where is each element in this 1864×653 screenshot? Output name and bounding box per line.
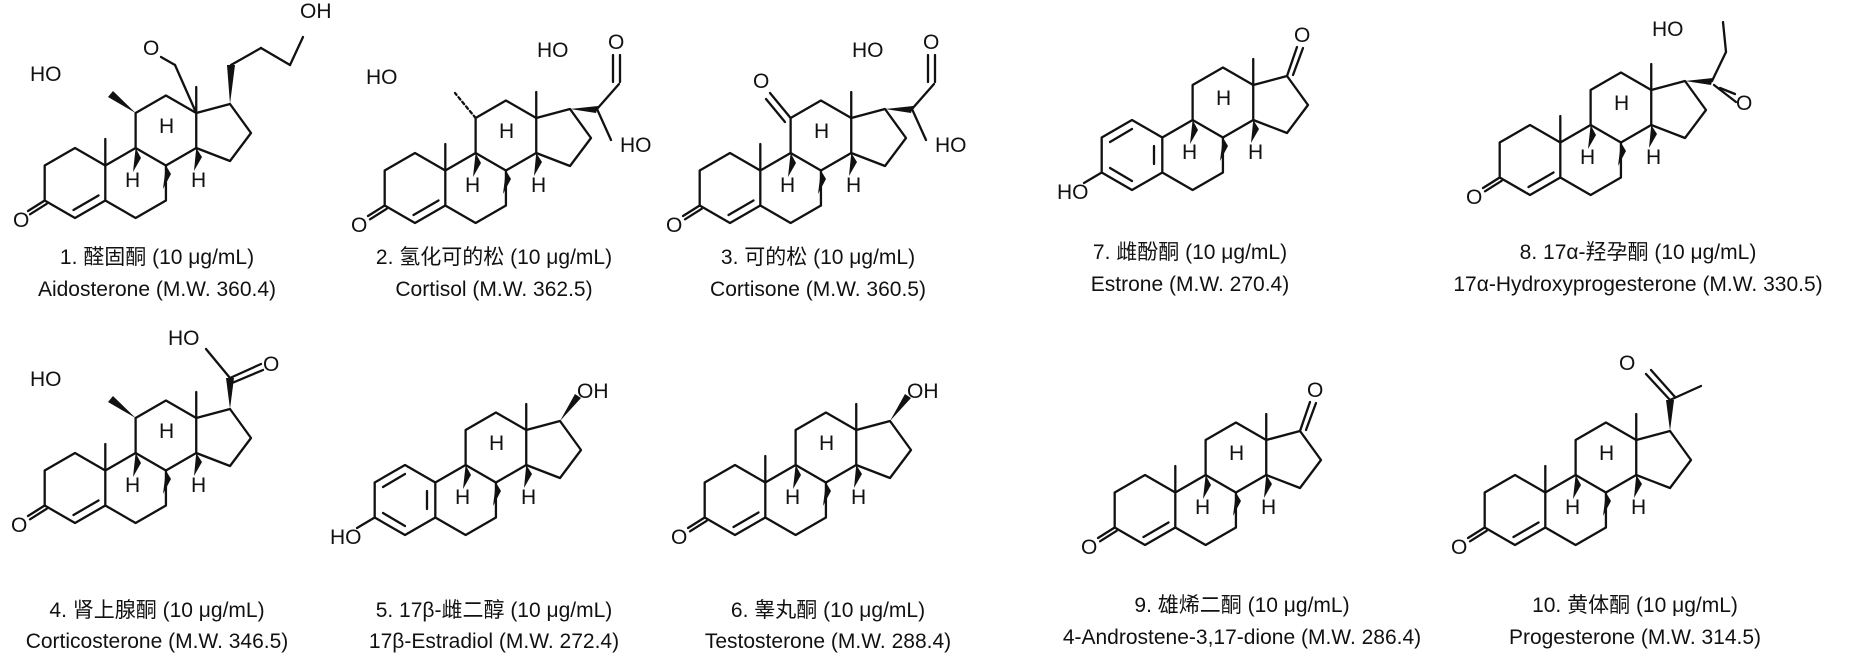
- atom-label: O: [143, 37, 159, 60]
- atom-label: HO: [330, 526, 362, 549]
- caption-7-line-2: Estrone (M.W. 270.4): [1091, 273, 1289, 296]
- structure-8: O H H H HO O: [1466, 18, 1752, 209]
- atom-label: H: [819, 432, 834, 455]
- atom-label: O: [1466, 186, 1482, 209]
- atom-label: H: [125, 474, 140, 497]
- atom-label: OH: [577, 380, 609, 403]
- atom-label: HO: [168, 327, 200, 350]
- atom-label: O: [1294, 24, 1310, 47]
- atom-label: H: [531, 174, 546, 197]
- atom-label: H: [191, 474, 206, 497]
- caption-1-line-2: Aidosterone (M.W. 360.4): [38, 278, 276, 301]
- atom-label: O: [753, 70, 769, 93]
- atom-label: O: [13, 209, 29, 232]
- caption-9-line-2: 4-Androstene-3,17-dione (M.W. 286.4): [1063, 626, 1421, 649]
- atom-label: H: [1261, 496, 1276, 519]
- atom-label: HO: [30, 63, 62, 86]
- atom-label: O: [608, 31, 624, 54]
- atom-label: H: [846, 174, 861, 197]
- structure-9: O H H H O: [1081, 379, 1323, 559]
- atom-label: O: [923, 31, 939, 54]
- atom-label: HO: [935, 134, 967, 157]
- atom-label: H: [814, 120, 829, 143]
- caption-2-line-1: 2. 氢化可的松 (10 μg/mL): [376, 246, 612, 269]
- caption-5-line-1: 5. 17β-雌二醇 (10 μg/mL): [376, 599, 613, 622]
- caption-6-line-2: Testosterone (M.W. 288.4): [705, 630, 951, 653]
- atom-label: O: [671, 526, 687, 549]
- atom-label: HO: [1652, 18, 1684, 41]
- caption-4-line-2: Corticosterone (M.W. 346.5): [26, 630, 289, 653]
- atom-label: H: [851, 486, 866, 509]
- atom-label: H: [1229, 442, 1244, 465]
- atom-label: H: [785, 486, 800, 509]
- atom-label: HO: [537, 39, 569, 62]
- atom-label: O: [1736, 92, 1752, 115]
- atom-label: H: [1182, 141, 1197, 164]
- atom-label: H: [1580, 146, 1595, 169]
- atom-label: HO: [30, 368, 62, 391]
- caption-4-line-1: 4. 肾上腺酮 (10 μg/mL): [49, 599, 264, 622]
- atom-label: O: [11, 514, 27, 537]
- caption-10-line-1: 10. 黄体酮 (10 μg/mL): [1532, 594, 1738, 617]
- atom-label: H: [1599, 442, 1614, 465]
- caption-9-line-1: 9. 雄烯二酮 (10 μg/mL): [1134, 594, 1349, 617]
- atom-label: OH: [300, 0, 332, 23]
- caption-8-line-2: 17α-Hydroxyprogesterone (M.W. 330.5): [1453, 273, 1822, 296]
- caption-3-line-1: 3. 可的松 (10 μg/mL): [721, 246, 915, 269]
- atom-label: HO: [1057, 181, 1089, 204]
- atom-label: H: [1646, 146, 1661, 169]
- atom-label: O: [1307, 379, 1323, 402]
- atom-label: H: [1565, 496, 1580, 519]
- atom-label: H: [1631, 496, 1646, 519]
- structure-2: O HO H H H HO O HO: [351, 31, 652, 237]
- caption-1-line-1: 1. 醛固酮 (10 μg/mL): [60, 246, 254, 269]
- caption-5-line-2: 17β-Estradiol (M.W. 272.4): [369, 630, 619, 653]
- atom-label: O: [1619, 352, 1635, 375]
- structure-1: O HO H H H O OH: [13, 0, 332, 232]
- structure-6: O H H H OH: [671, 380, 939, 549]
- atom-label: H: [780, 174, 795, 197]
- structure-10: O H H H O: [1451, 352, 1703, 559]
- atom-label: H: [1195, 496, 1210, 519]
- atom-label: H: [159, 420, 174, 443]
- atom-label: O: [1451, 536, 1467, 559]
- atom-label: H: [1614, 92, 1629, 115]
- structure-5: HO H H H OH: [330, 380, 609, 549]
- atom-label: O: [1081, 536, 1097, 559]
- atom-label: HO: [852, 39, 884, 62]
- structure-3: O O H H H HO O HO: [666, 31, 967, 237]
- atom-label: H: [191, 169, 206, 192]
- atom-label: H: [465, 174, 480, 197]
- atom-label: H: [1216, 87, 1231, 110]
- caption-10-line-2: Progesterone (M.W. 314.5): [1509, 626, 1761, 649]
- atom-label: H: [489, 432, 504, 455]
- atom-label: O: [666, 214, 682, 237]
- atom-label: H: [521, 486, 536, 509]
- atom-label: HO: [620, 134, 652, 157]
- caption-6-line-1: 6. 睾丸酮 (10 μg/mL): [731, 599, 925, 622]
- structure-4: O HO H H H HO O: [11, 327, 279, 537]
- atom-label: O: [351, 214, 367, 237]
- caption-8-line-1: 8. 17α-羟孕酮 (10 μg/mL): [1520, 241, 1757, 264]
- atom-label: HO: [366, 66, 398, 89]
- atom-label: H: [1248, 141, 1263, 164]
- atom-label: H: [125, 169, 140, 192]
- atom-label: H: [455, 486, 470, 509]
- atom-label: H: [499, 120, 514, 143]
- atom-label: OH: [907, 380, 939, 403]
- atom-label: O: [263, 353, 279, 376]
- atom-label: H: [159, 115, 174, 138]
- structure-7: HO H H H O: [1057, 24, 1310, 204]
- caption-3-line-2: Cortisone (M.W. 360.5): [710, 278, 926, 301]
- caption-2-line-2: Cortisol (M.W. 362.5): [395, 278, 592, 301]
- caption-7-line-1: 7. 雌酚酮 (10 μg/mL): [1093, 241, 1287, 264]
- captions: 1. 醛固酮 (10 μg/mL) Aidosterone (M.W. 360.…: [26, 241, 1823, 653]
